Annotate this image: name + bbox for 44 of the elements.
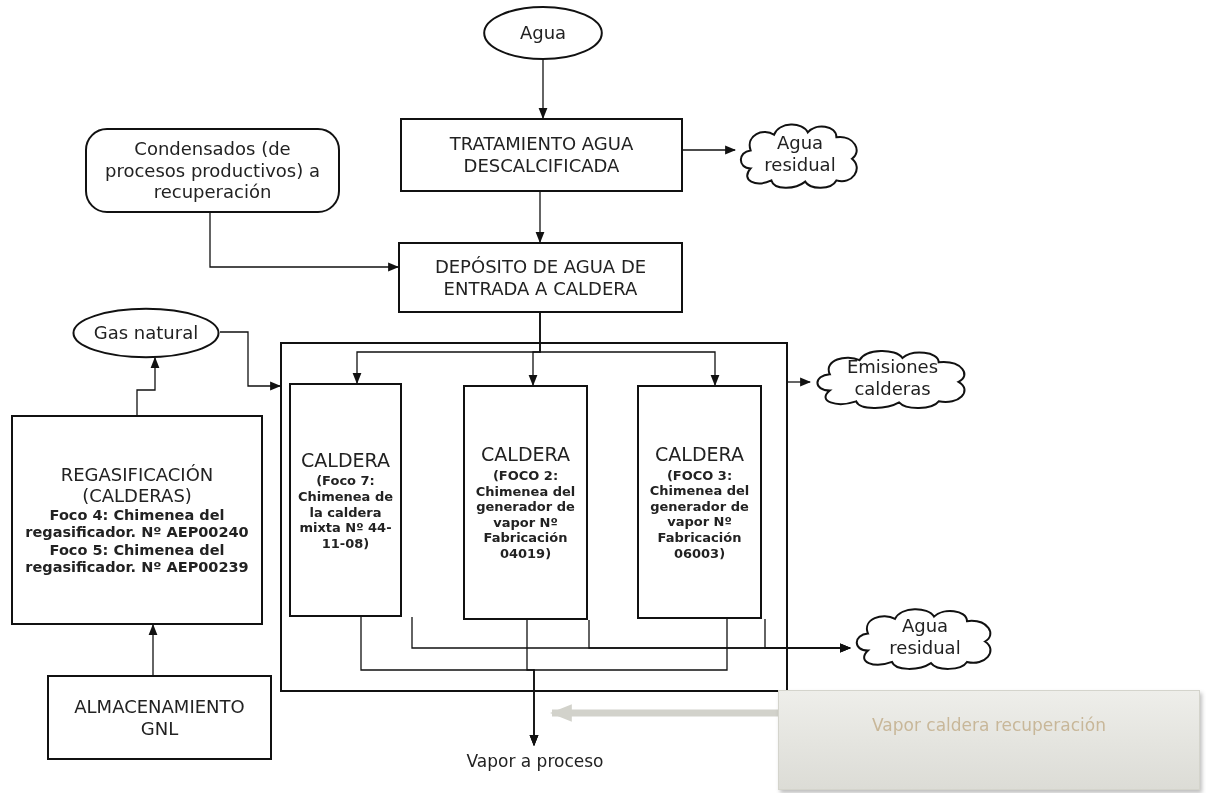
node-label: Agua residual [888,615,962,659]
arrow [538,59,548,120]
process-box [398,242,683,313]
node-label: (FOCO 2: Chimenea del generador de vapor Nº Fabricación 04019) [474,468,577,562]
process-box [400,118,683,192]
node-label: REGASIFICACIÓN (CALDERAS) [59,463,215,507]
arrow [549,704,778,722]
process-box [11,415,263,625]
arrow [148,623,158,676]
node-label: Foco 4: Chimenea del regasificador. Nº AEP00240 [24,506,250,542]
arrow [682,145,737,155]
node-label: Foco 5: Chimenea del regasificador. Nº AEP00239 [24,541,250,577]
arrow [539,312,720,387]
ellipse-node [483,6,603,60]
node-label: Emisiones calderas [845,355,940,400]
process-box [637,385,762,619]
node-label: Condensados (de procesos productivos) a recuperación [104,138,321,203]
arrow [764,618,852,653]
node-label: Vapor a proceso [466,750,604,772]
process-box [289,383,402,617]
arrow [136,356,160,416]
arrow [787,377,812,387]
node-label: CALDERA [301,448,390,472]
process-box [280,342,788,692]
node-label: Gas natural [93,322,199,344]
node-label: Agua residual [763,132,837,176]
arrow [535,191,545,244]
arrow [219,331,282,391]
node-label: TRATAMIENTO AGUA DESCALCIFICADA [448,133,635,177]
node-label: ALMACENAMIENTO GNL [73,695,246,740]
node-label: DEPÓSITO DE AGUA DE ENTRADA A CALDERA [433,255,648,300]
arrow [209,212,400,272]
node-label: CALDERA [481,443,570,467]
node-label: (FOCO 3: Chimenea del generador de vapor Nº Fabricación 06003) [648,467,751,562]
rounded-box [85,128,340,213]
node-label: CALDERA [655,442,744,466]
process-box [47,675,272,760]
node-label: Vapor caldera recuperación [872,715,1106,736]
ellipse-node [72,308,220,358]
faded-box [778,690,1200,790]
node-label: Agua [519,22,567,44]
node-label: (Foco 7: Chimenea de la caldera mixta Nº 44-11-08) [297,473,394,552]
arrow [529,618,728,747]
process-box [463,385,588,620]
